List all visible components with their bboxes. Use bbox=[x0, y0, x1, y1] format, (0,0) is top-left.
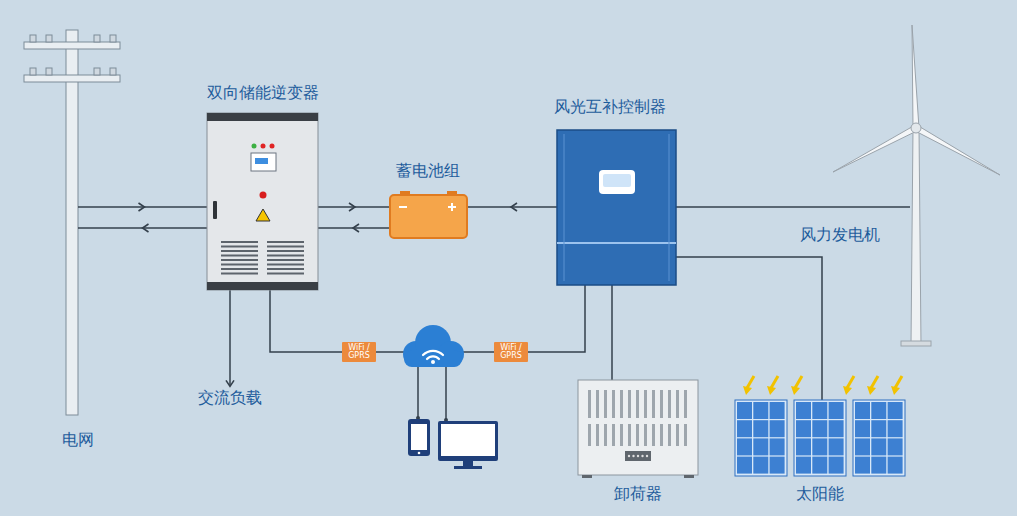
shape bbox=[390, 195, 467, 238]
label-wrap: 风光互补控制器 bbox=[554, 97, 666, 116]
wifi-tag: WiFi / GPRS bbox=[494, 342, 528, 363]
dump-load-drawing bbox=[578, 380, 698, 478]
wire-connector bbox=[229, 290, 231, 385]
phone-icon bbox=[408, 416, 430, 456]
cloud-icon bbox=[403, 325, 464, 367]
node-label: 双向储能逆变器 bbox=[207, 83, 319, 102]
node-label: WiFi / GPRS bbox=[497, 344, 525, 361]
label-wrap: 蓄电池组 bbox=[396, 161, 460, 180]
grid-pole: 电网 bbox=[64, 30, 80, 415]
label-wrap: 太阳能 bbox=[796, 484, 844, 503]
node-label: 风光互补控制器 bbox=[554, 97, 666, 116]
controller-drawing bbox=[557, 130, 676, 285]
turbine-drawing bbox=[833, 25, 1000, 346]
wire-connector bbox=[80, 227, 207, 229]
label-wrap: 电网 bbox=[62, 430, 94, 449]
node-label: 风力发电机 bbox=[800, 225, 880, 244]
wire-connector bbox=[611, 285, 613, 380]
solar-drawing bbox=[735, 376, 905, 476]
node-label: 电网 bbox=[62, 430, 94, 449]
node-label: 蓄电池组 bbox=[396, 161, 460, 180]
battery-drawing bbox=[390, 191, 467, 238]
pole-drawing bbox=[24, 30, 120, 415]
dump-load: 卸荷器 bbox=[578, 380, 698, 475]
wind-turbine: 风力发电机 bbox=[910, 128, 922, 345]
wifi-tag: WiFi / GPRS bbox=[342, 342, 376, 363]
wire-connector bbox=[270, 290, 342, 352]
node-label: 交流负载 bbox=[198, 388, 262, 407]
shape bbox=[557, 130, 676, 285]
wire-connector bbox=[80, 206, 207, 208]
node-label: 卸荷器 bbox=[614, 484, 662, 503]
wire-connector bbox=[318, 206, 390, 208]
label-wrap: 风力发电机 bbox=[800, 225, 880, 244]
node-label: WiFi / GPRS bbox=[345, 344, 373, 361]
label-wrap: 双向储能逆变器 bbox=[207, 83, 319, 102]
shape bbox=[910, 128, 922, 345]
solar-panel: 太阳能 bbox=[735, 400, 905, 476]
monitor-icon bbox=[438, 418, 498, 469]
inverter-cabinet: 双向储能逆变器 bbox=[207, 113, 318, 290]
controller-box: 风光互补控制器 bbox=[557, 130, 676, 285]
ac-load: 交流负载 bbox=[198, 388, 262, 407]
wire-connector bbox=[528, 285, 585, 352]
wire-connector bbox=[318, 227, 390, 229]
wire-connector bbox=[676, 257, 822, 400]
node-label: 太阳能 bbox=[796, 484, 844, 503]
shape bbox=[207, 113, 318, 290]
wire-connector bbox=[676, 206, 910, 208]
inverter-drawing bbox=[207, 113, 318, 290]
wire-connector bbox=[467, 206, 557, 208]
label-wrap: 卸荷器 bbox=[614, 484, 662, 503]
shape bbox=[735, 400, 905, 476]
shape bbox=[578, 380, 698, 475]
shape bbox=[64, 30, 80, 415]
battery-pack: 蓄电池组 bbox=[390, 195, 467, 238]
